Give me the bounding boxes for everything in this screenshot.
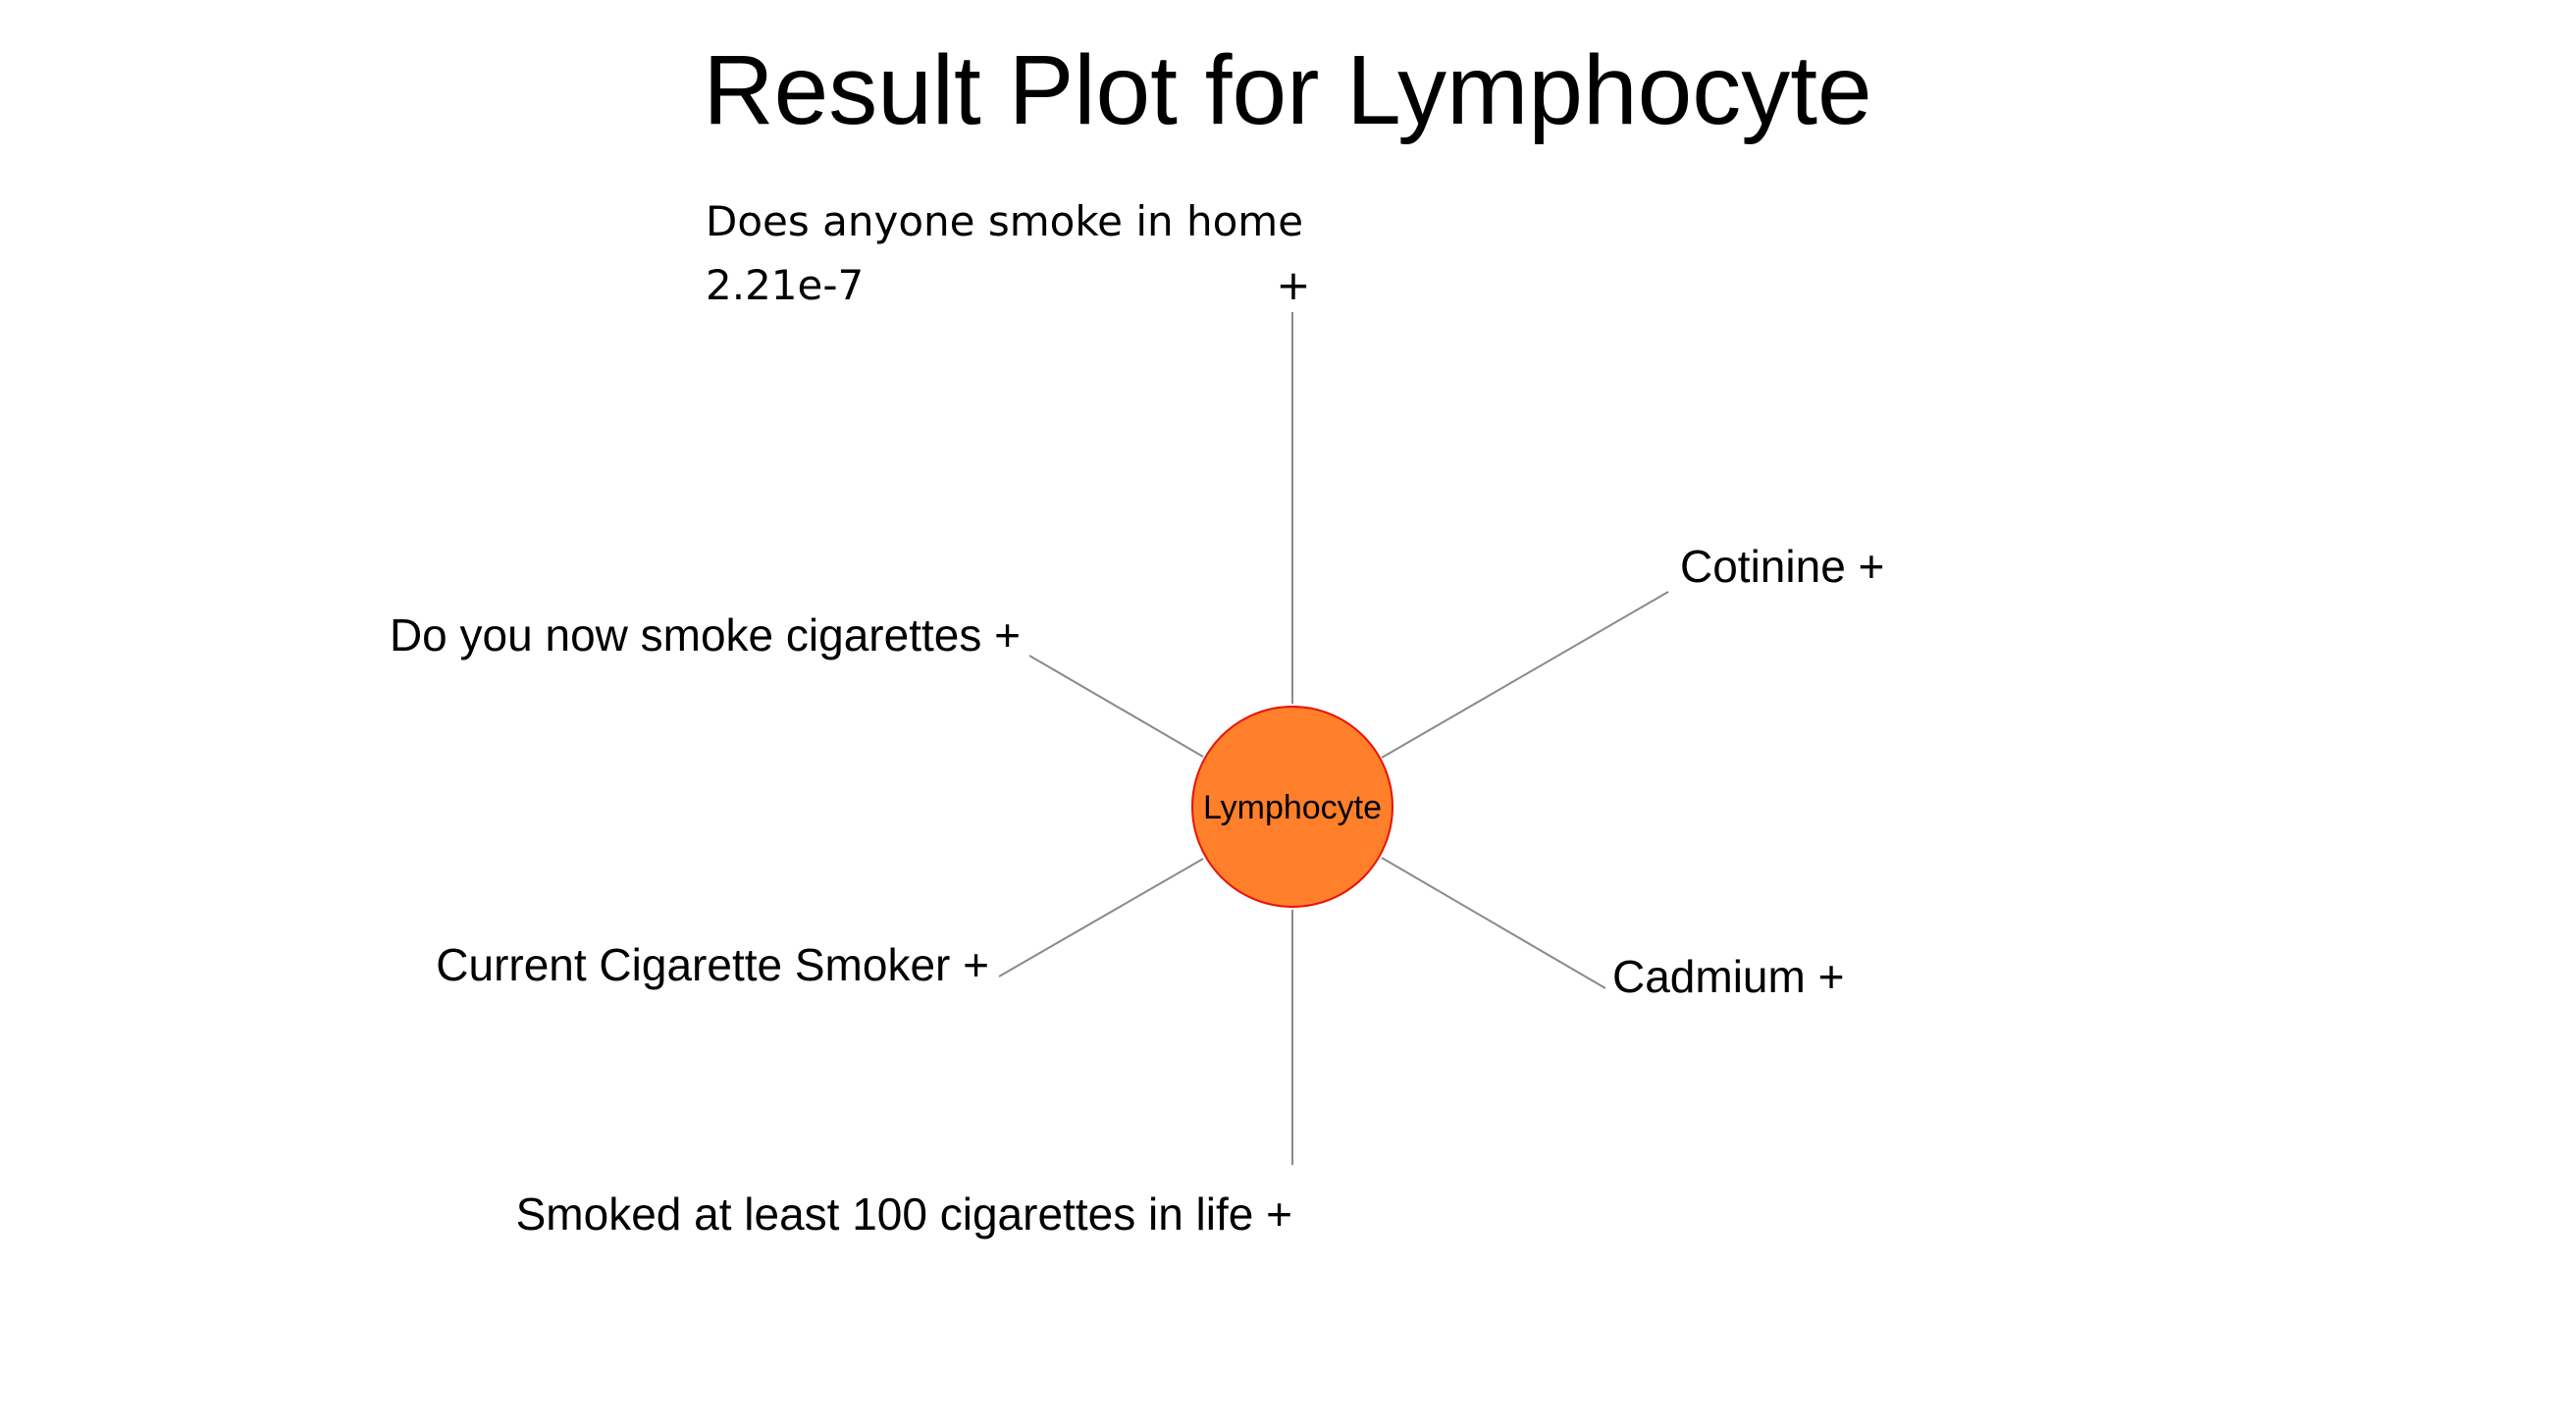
label-now-smoke: Do you now smoke cigarettes + [390,609,1021,660]
spoke-line-current-smoker [998,858,1204,977]
label-smoked-100: Smoked at least 100 cigarettes in life + [516,1188,1292,1240]
center-node-label: Lymphocyte [1203,789,1382,826]
label-smoke-in-home: Does anyone smoke in home [706,197,1303,245]
diagram-title: Result Plot for Lymphocyte [703,35,1871,145]
sign-smoke-in-home: + [1276,261,1310,309]
label-cotinine: Cotinine + [1680,541,1884,592]
value-smoke-in-home: 2.21e-7 [706,261,864,309]
spoke-line-cadmium [1381,857,1606,989]
center-node [1191,706,1393,908]
spoke-line-now-smoke [1028,655,1204,758]
spoke-line-cotinine [1381,591,1669,759]
label-current-smoker: Current Cigarette Smoker + [436,939,989,990]
label-cadmium: Cadmium + [1612,951,1844,1002]
